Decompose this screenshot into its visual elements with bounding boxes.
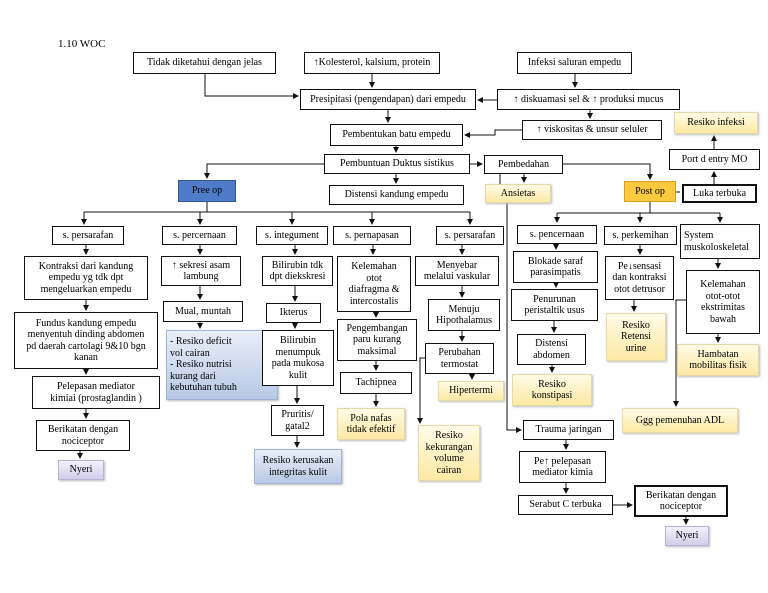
node-risk-skin-integrity: Resiko kerusakan integritas kulit [254,449,342,484]
node-digestive-system-2: s. pencernaan [517,225,597,244]
node-impaired-mobility: Hambatan mobilitas fisik [677,344,759,376]
node-adl-deficit: Ggg pemenuhan ADL [622,408,738,433]
node-lung-expansion: Pengembangan paru kurang maksimal [337,319,417,361]
node-risk-infection: Resiko infeksi [674,112,758,134]
node-contraction: Kontraksi dari kandung empedu yg tdk dpt… [24,256,148,300]
node-nociceptor-binding-1: Berikatan dengan nociceptor [36,420,130,451]
node-mediator-release-1: Pelepasan mediator kimiai (prostaglandin… [32,376,160,409]
node-stone-formation: Pembentukan batu empedu [330,124,463,146]
page-title: 1.10 WOC [58,38,106,50]
node-icterus: Ikterus [266,303,321,323]
connector-15 [204,163,324,179]
node-extremity-weakness: Kelemahan otot-otot ekstrimitas bawah [686,270,760,334]
node-musculoskeletal-system: System muskoloskeletal [680,224,760,259]
node-hyperthermia: Hipertermi [438,381,504,401]
node-anxiety: Ansietas [485,184,551,203]
node-port-entry: Port d entry MO [669,149,760,170]
connector-58 [673,299,686,407]
node-pain-2: Nyeri [665,526,709,546]
node-mediator-release-2: Pe↑ pelepasan mediator kimia [519,451,606,483]
node-pre-op: Pree op [178,180,236,202]
node-integument-system: s. integument [256,226,328,245]
node-vascular-spread: Menyebar melalui vaskular [415,256,499,286]
node-diaphragm-weakness: Kelemahan otot diafragma & intercostalis [337,256,411,312]
node-nociceptor-binding-2: Berikatan dengan nociceptor [634,485,728,517]
node-hypothalamus: Menuju Hipothalamus [428,299,500,331]
node-pain-1: Nyeri [58,460,104,480]
connector-0 [204,74,299,99]
node-c-fiber: Serabut C terbuka [518,495,613,515]
node-bilirubin-excretion: Bilirubin tdk dpt diekskresi [262,256,333,286]
node-pruritus: Pruritis/ gatal2 [271,405,324,436]
node-peristaltic-decrease: Penurunan peristaltik usus [511,289,598,321]
node-tachypnea: Tachipnea [340,372,412,394]
node-thermostat-change: Perubahan termostat [425,343,494,374]
node-unknown-cause: Tidak diketahui dengan jelas [133,52,276,74]
node-digestive-system-1: s. percernaan [162,226,237,245]
node-respiratory-system: s. pernapasan [333,226,411,245]
node-nerve-system-2: s. persarafan [436,226,504,245]
node-precipitation: Presipitasi (pengendapan) dari empedu [300,89,476,110]
node-abdominal-distension: Distensi abdomen [517,334,586,365]
node-desquamation: ↑ diskuamasi sel & ↑ produksi mucus [497,89,680,110]
node-risk-urine-retention: Resiko Retensi urine [606,313,666,361]
node-nausea-vomiting: Mual, muntah [163,301,243,322]
node-tissue-trauma: Trauma jaringan [523,420,614,440]
node-ineffective-breathing: Pola nafas tidak efektif [337,408,405,440]
node-bile-infection: Infeksi saluran empedu [517,52,632,74]
node-surgery: Pembedahan [484,155,563,174]
node-fundus-contact: Fundus kandung empedu menyentuh dinding … [14,312,158,369]
node-risk-fluid-nutrition: - Resiko deficit vol cairan - Resiko nut… [166,330,278,400]
node-duct-blockage: Pembuntuan Duktus sistikus [324,154,470,174]
connector-11 [563,163,653,180]
node-urinary-system: s. perkemihan [604,226,677,245]
node-nerve-system-1: s. persarafan [52,226,124,245]
node-risk-constipation: Resiko konstipasi [512,374,592,406]
node-cholesterol: ↑Kolesterol, kalsium, protein [304,52,440,74]
node-acid-secretion: ↑ sekresi asam lambung [161,256,241,286]
node-risk-fluid-volume: Resiko kekurangan volume cairan [418,425,480,481]
node-distension: Distensi kandung empedu [329,185,464,205]
node-bilirubin-accumulation: Bilirubin menumpuk pada mukosa kulit [262,330,334,386]
node-open-wound: Luka terbuka [682,184,757,203]
connector-6 [464,129,522,138]
node-parasympathetic-block: Blokade saraf parasimpatis [513,251,598,283]
node-post-op: Post op [624,181,676,202]
node-detrusor-sensation: Pe↓sensasi dan kontraksi otot detrusor [605,256,674,300]
node-viscosity: ↑ viskositas & unsur seluler [522,120,662,140]
